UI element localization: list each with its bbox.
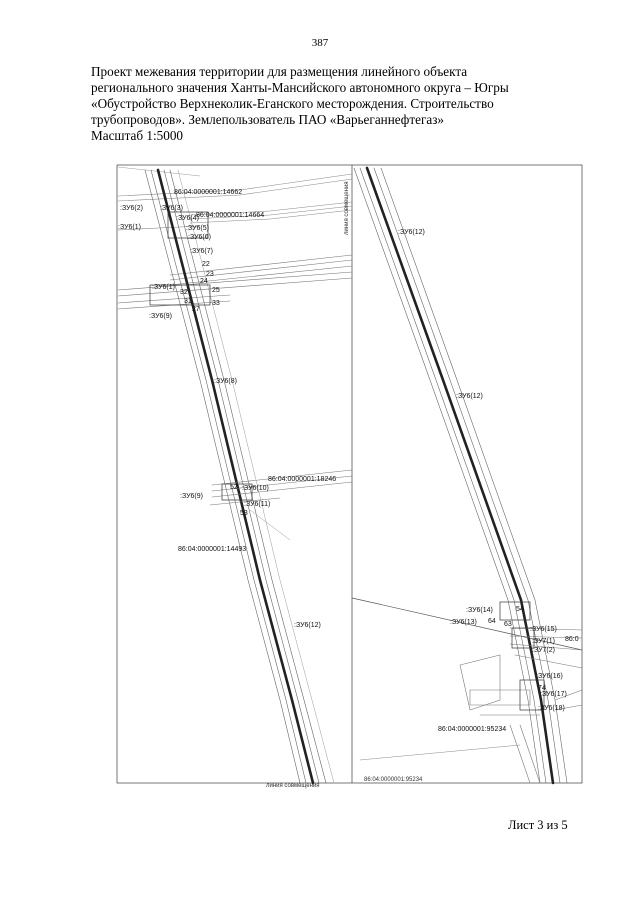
page-number: 387 — [311, 37, 329, 49]
parcel-label: 86:04:0000001:14493 — [178, 546, 246, 553]
plot-label: :ЗУ7(1) — [532, 638, 555, 645]
point-label: 63 — [504, 621, 512, 628]
parcel-label: 86:04:0000001:95234 — [438, 726, 506, 733]
plot-label: :ЗУ7(2) — [532, 647, 555, 654]
alignment-line-label: линия совмещения — [266, 783, 320, 789]
plot-label: :ЗУ6(8) — [214, 378, 237, 385]
plot-label: :ЗУ6(4) — [176, 215, 199, 222]
point-label: 31 — [184, 298, 192, 305]
title-line: «Обустройство Верхнеколик-Еганского мест… — [91, 96, 494, 111]
title-line: Проект межевания территории для размещен… — [91, 64, 468, 79]
point-label: 22 — [202, 261, 210, 268]
plot-label: :ЗУ6(9) — [180, 493, 203, 500]
point-label: 64 — [488, 618, 496, 625]
point-label: 53 — [240, 510, 248, 517]
plot-label: :ЗУ6(13) — [450, 619, 477, 626]
plot-label: :ЗУ6(3) — [160, 205, 183, 212]
plot-label: :ЗУ6(5) — [186, 225, 209, 232]
plot-label: :ЗУ6(11) — [244, 501, 270, 508]
sheet-number: Лист 3 из 5 — [508, 818, 568, 832]
point-label: 32 — [180, 289, 188, 296]
plot-label: :ЗУ6(17) — [540, 691, 567, 698]
parcel-label: 86:04:0000001:14664 — [196, 212, 264, 219]
point-label: 54 — [516, 606, 524, 613]
title-line: регионального значения Ханты-Мансийского… — [91, 80, 509, 95]
plot-label: :ЗУ6(7) — [190, 248, 213, 255]
plot-label: :ЗУ6(15) — [530, 626, 557, 633]
point-label: 25 — [212, 287, 220, 294]
parcel-label: 86:04:0000001:14662 — [174, 189, 242, 196]
plot-label: :ЗУ6(18) — [538, 705, 565, 712]
plot-label: :ЗУ6(12) — [456, 393, 483, 400]
plot-label: :ЗУ6(1) — [152, 284, 175, 291]
document-title: Проект межевания территории для размещен… — [91, 64, 561, 144]
alignment-line-label: линия совмещения — [344, 181, 350, 235]
plot-label: :ЗУ6(16) — [536, 673, 563, 680]
parcel-label: 86:04:0000001:18246 — [268, 476, 336, 483]
point-label: 74 — [538, 685, 546, 692]
point-label: 23 — [206, 271, 214, 278]
parcel-label: 86:04:0000001:95234 — [364, 777, 423, 783]
point-label: 33 — [212, 300, 220, 307]
left-panel-drawing — [117, 166, 353, 785]
plot-label: :ЗУ6(2) — [120, 205, 143, 212]
plot-label: :ЗУ6(1) — [118, 224, 141, 231]
plot-label: :ЗУ6(9) — [149, 313, 172, 320]
point-label: 27 — [192, 306, 200, 313]
map-frame — [116, 164, 583, 784]
plot-label: :ЗУ6(12) — [398, 229, 425, 236]
plot-label: :ЗУ6(10) — [242, 485, 269, 492]
title-line: трубопроводов». Землепользователь ПАО «В… — [91, 112, 445, 127]
point-label: 24 — [200, 278, 208, 285]
plot-label: :ЗУ6(12) — [294, 622, 321, 629]
scale-label: Масштаб 1:5000 — [91, 128, 184, 143]
parcel-label: 86:0 — [565, 636, 579, 643]
point-label: 52 — [230, 484, 238, 491]
plot-label: :ЗУ6(14) — [466, 607, 493, 614]
right-panel-drawing — [351, 166, 583, 785]
plot-label: :ЗУ6(6) — [188, 234, 211, 241]
